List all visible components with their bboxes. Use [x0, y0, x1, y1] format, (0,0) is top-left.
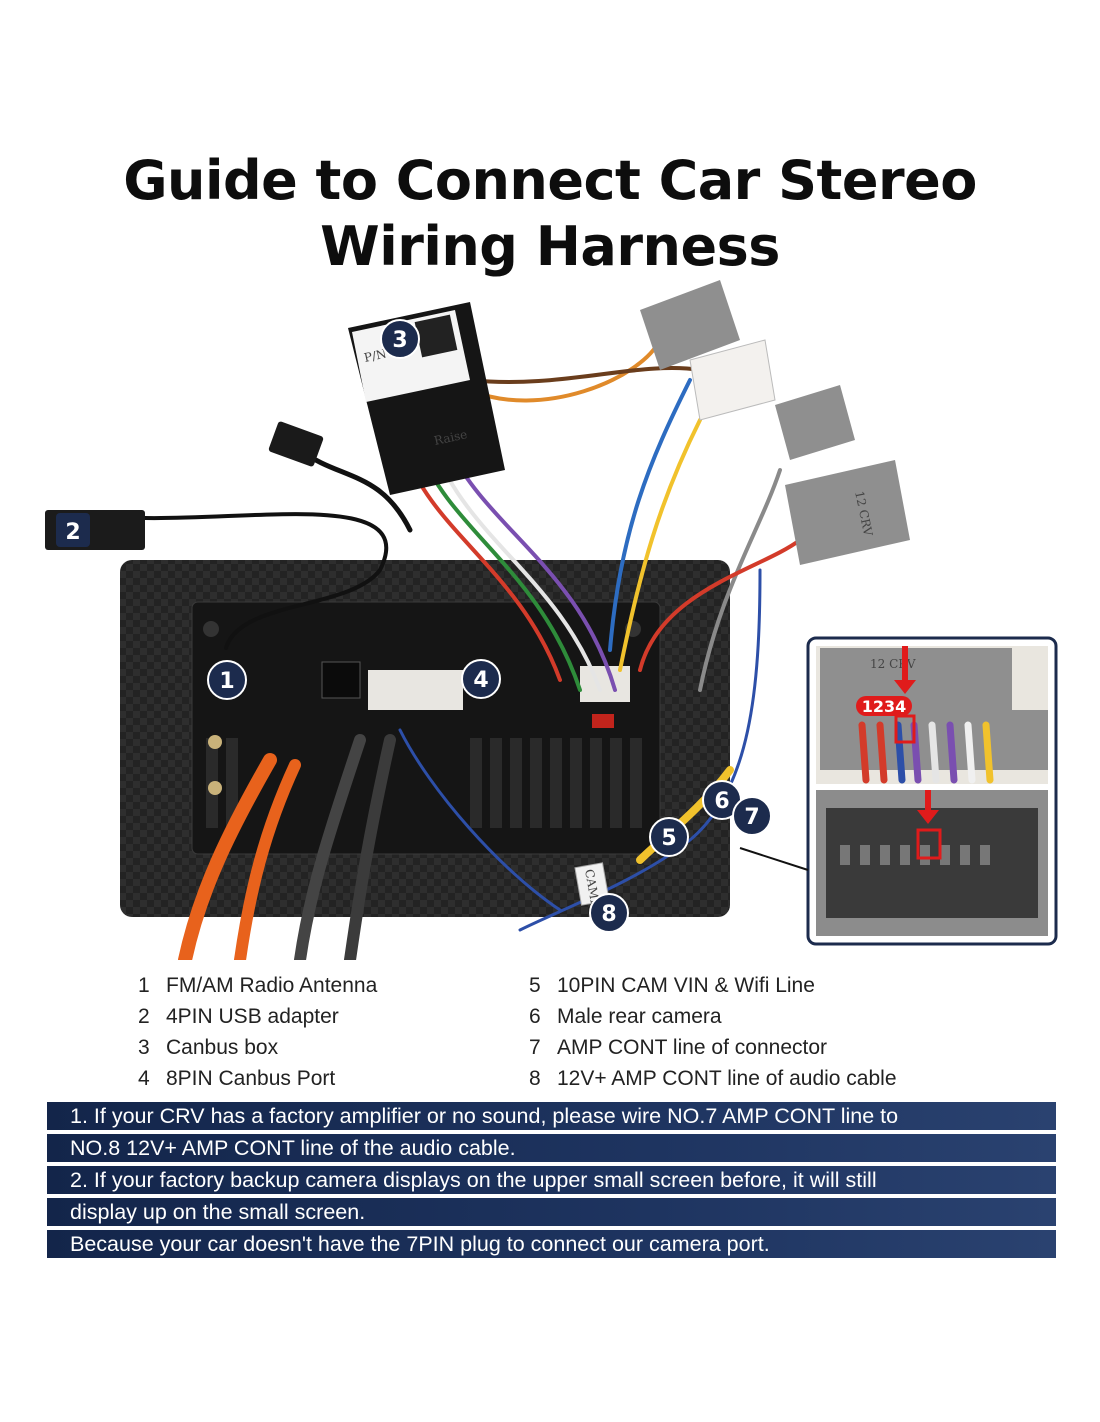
svg-text:4: 4	[473, 668, 488, 693]
callout-7: 7	[732, 796, 772, 836]
wiring-diagram: Raise P/N 12 CRV CAMERA 12 CRV	[0, 270, 1100, 960]
svg-text:6: 6	[714, 789, 729, 814]
note-line: display up on the small screen.	[47, 1198, 1056, 1226]
callout-2: 2	[56, 513, 90, 547]
svg-text:1: 1	[219, 669, 234, 694]
inset-pin-numbers: 1234	[862, 697, 907, 716]
title-line-2: Wiring Harness	[320, 215, 780, 278]
inset-connector-label: 12 CRV	[870, 657, 916, 671]
svg-text:8: 8	[601, 902, 616, 927]
page-title: Guide to Connect Car Stereo Wiring Harne…	[0, 148, 1100, 280]
svg-text:7: 7	[744, 805, 759, 830]
callout-3: 3	[380, 319, 420, 359]
svg-text:2: 2	[65, 520, 80, 545]
title-line-1: Guide to Connect Car Stereo	[123, 149, 977, 212]
usb-plug	[268, 421, 324, 467]
callout-8: 8	[589, 893, 629, 933]
canbus-box: Raise P/N	[348, 302, 505, 495]
note-line: NO.8 12V+ AMP CONT line of the audio cab…	[47, 1134, 1056, 1162]
notes-panel: 1. If your CRV has a factory amplifier o…	[47, 1102, 1056, 1262]
connector-inset: 12 CRV 1234	[739, 636, 1058, 946]
canbus-pn: P/N	[363, 347, 388, 365]
note-line: 1. If your CRV has a factory amplifier o…	[47, 1102, 1056, 1130]
note-line: 2. If your factory backup camera display…	[47, 1166, 1056, 1194]
svg-text:3: 3	[392, 328, 407, 353]
svg-text:5: 5	[661, 826, 676, 851]
canbus-brand: Raise	[433, 427, 469, 448]
harness-connectors: 12 CRV	[640, 280, 910, 565]
callout-5: 5	[649, 817, 689, 857]
callout-6: 6	[702, 780, 742, 820]
callout-4: 4	[461, 659, 501, 699]
callout-1: 1	[207, 660, 247, 700]
note-line: Because your car doesn't have the 7PIN p…	[47, 1230, 1056, 1258]
